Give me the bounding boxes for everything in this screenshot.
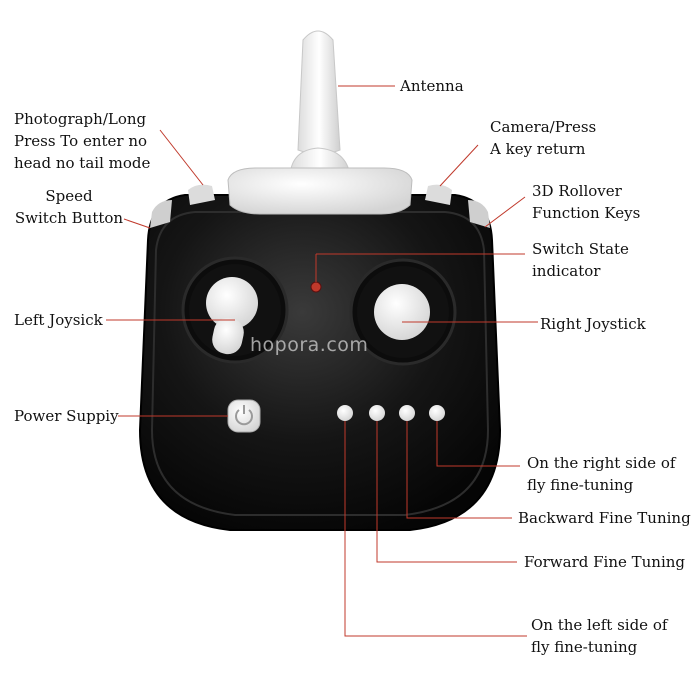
callout-rollover [484, 196, 526, 228]
label-left-joystick: Left Joysick [14, 311, 103, 329]
label-right-side-tuning: On the right side of fly fine-tuning [527, 454, 676, 494]
label-speed: Speed Switch Button [14, 187, 124, 227]
callout-speed [123, 218, 151, 229]
rollover-button[interactable] [468, 200, 490, 228]
label-rollover: 3D Rollover Function Keys [532, 182, 641, 222]
label-camera: Camera/Press A key return [490, 118, 597, 158]
label-left-side-tuning: On the left side of fly fine-tuning [531, 616, 668, 656]
label-photograph: Photograph/Long Press To enter no head n… [14, 110, 151, 172]
right-joystick[interactable] [349, 258, 457, 366]
callout-lines [106, 85, 538, 637]
antenna [289, 30, 351, 176]
power-button[interactable] [227, 399, 261, 433]
watermark: hopora.com [250, 334, 369, 356]
photograph-button[interactable] [188, 184, 215, 205]
label-backward-tuning: Backward Fine Tuning [518, 509, 691, 527]
forward-trim-button[interactable] [369, 405, 385, 421]
callout-right-side-tuning [436, 421, 520, 467]
speed-switch-button[interactable] [150, 200, 172, 228]
backward-trim-button[interactable] [399, 405, 415, 421]
left-side-trim-button[interactable] [337, 405, 353, 421]
right-side-trim-button[interactable] [429, 405, 445, 421]
camera-button[interactable] [425, 184, 452, 205]
label-power: Power Suppiy [14, 407, 119, 425]
callout-photograph [159, 129, 204, 186]
label-antenna: Antenna [400, 77, 464, 95]
callout-camera [439, 144, 479, 187]
callout-left-side-tuning [344, 421, 527, 637]
callout-backward-tuning [406, 421, 512, 519]
switch-state-led [310, 281, 322, 293]
label-right-joystick: Right Joystick [540, 315, 646, 333]
callout-forward-tuning [376, 421, 517, 563]
label-forward-tuning: Forward Fine Tuning [524, 553, 686, 571]
label-switch-state: Switch State indicator [532, 240, 629, 280]
left-joystick[interactable] [181, 256, 289, 364]
